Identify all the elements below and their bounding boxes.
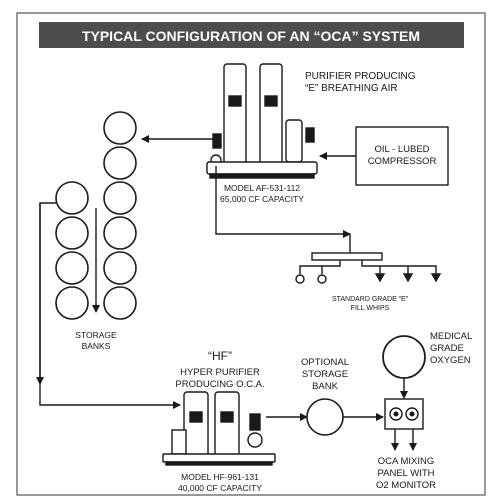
hf-gauge-left (189, 411, 203, 423)
hf-gauge-right (220, 411, 234, 423)
oxygen-label-2: GRADE (430, 343, 464, 354)
storage-cylinder (55, 181, 89, 215)
optional-bank-label-3: BANK (312, 381, 339, 392)
purifier-top-model: MODEL AF-531-112 (224, 183, 300, 193)
purifier-top-caption-1: PURIFIER PRODUCING (305, 71, 416, 82)
hf-pressure-gauge (247, 432, 263, 448)
storage-cylinder (103, 146, 137, 180)
panel-gauge-left-center (393, 411, 399, 417)
storage-cylinder (103, 216, 137, 250)
compressor-label-2: COMPRESSOR (368, 156, 437, 167)
compressor-label-1: OIL - LUBED (374, 144, 429, 155)
title-bar (39, 22, 464, 48)
purifier-tower-right (259, 63, 283, 165)
purifier-to-whips-line (215, 166, 351, 238)
medical-oxygen-cylinder (382, 335, 426, 379)
hf-tag: “HF” (208, 349, 232, 363)
optional-bank-label-2: STORAGE (302, 369, 348, 380)
purifier-af-531-112 (206, 63, 318, 179)
storage-banks-label-1: STORAGE (75, 330, 117, 340)
storage-cylinder (103, 111, 137, 145)
purifier-base-plate (209, 173, 315, 179)
storage-banks-label-2: BANKS (82, 341, 111, 351)
whip-left (299, 260, 341, 274)
purifier-cartridge (285, 119, 303, 163)
storage-cylinder (103, 286, 137, 320)
oil-lubed-compressor (355, 126, 449, 186)
hf-model: MODEL HF-961-131 (181, 472, 259, 482)
mixing-panel-label-3: O2 MONITOR (376, 480, 436, 491)
panel-gauge-right-center (409, 411, 415, 417)
storage-banks (55, 111, 137, 320)
hf-capacity: 40,000 CF CAPACITY (178, 483, 262, 493)
purifier-tower-left (223, 63, 247, 165)
hf-label-1: HYPER PURIFIER (180, 367, 260, 378)
storage-cylinder (55, 216, 89, 250)
storage-cylinder (103, 181, 137, 215)
purifier-valve-left (212, 133, 222, 149)
oxygen-label-3: OXYGEN (430, 355, 471, 366)
mixing-panel-label-1: OCA MIXING (378, 456, 434, 467)
hf-side-box (171, 429, 187, 455)
purifier-top-capacity: 65,000 CF CAPACITY (220, 194, 304, 204)
whip-arrow (402, 273, 414, 283)
purifier-valve-right (305, 127, 315, 143)
whip-arrow (430, 273, 442, 283)
manifold-bar (311, 252, 383, 261)
mixing-panel-label-2: PANEL WITH (377, 468, 434, 479)
fill-whips-manifold (295, 252, 442, 284)
storage-cylinder (103, 251, 137, 285)
whip-fitting (295, 274, 305, 284)
hf-label-2: PRODUCING O.C.A. (175, 379, 264, 390)
hf-base-plate (165, 461, 273, 466)
purifier-base (206, 161, 318, 175)
whip-fitting (317, 274, 327, 284)
hf-base (162, 453, 276, 463)
whip-arrow (374, 273, 386, 283)
hf-tower-left (183, 391, 209, 457)
optional-bank-label-1: OPTIONAL (301, 357, 349, 368)
storage-cylinder (55, 286, 89, 320)
fill-whips-label-2: FILL WHIPS (351, 305, 390, 312)
purifier-gauge-right-top (264, 95, 278, 107)
storage-cylinder (55, 251, 89, 285)
diagram-title: TYPICAL CONFIGURATION OF AN “OCA” SYSTEM (82, 28, 420, 44)
purifier-gauge-left-top (228, 95, 242, 107)
whip-right (361, 260, 437, 274)
purifier-top-caption-2: “E” BREATHING AIR (305, 83, 398, 94)
fill-whips-label-1: STANDARD GRADE “E” (332, 296, 409, 303)
hf-tower-right (214, 391, 240, 457)
hf-valve (249, 413, 261, 431)
oxygen-label-1: MEDICAL (430, 331, 472, 342)
purifier-hf-961-131 (162, 391, 276, 466)
optional-storage-bank (306, 398, 344, 436)
